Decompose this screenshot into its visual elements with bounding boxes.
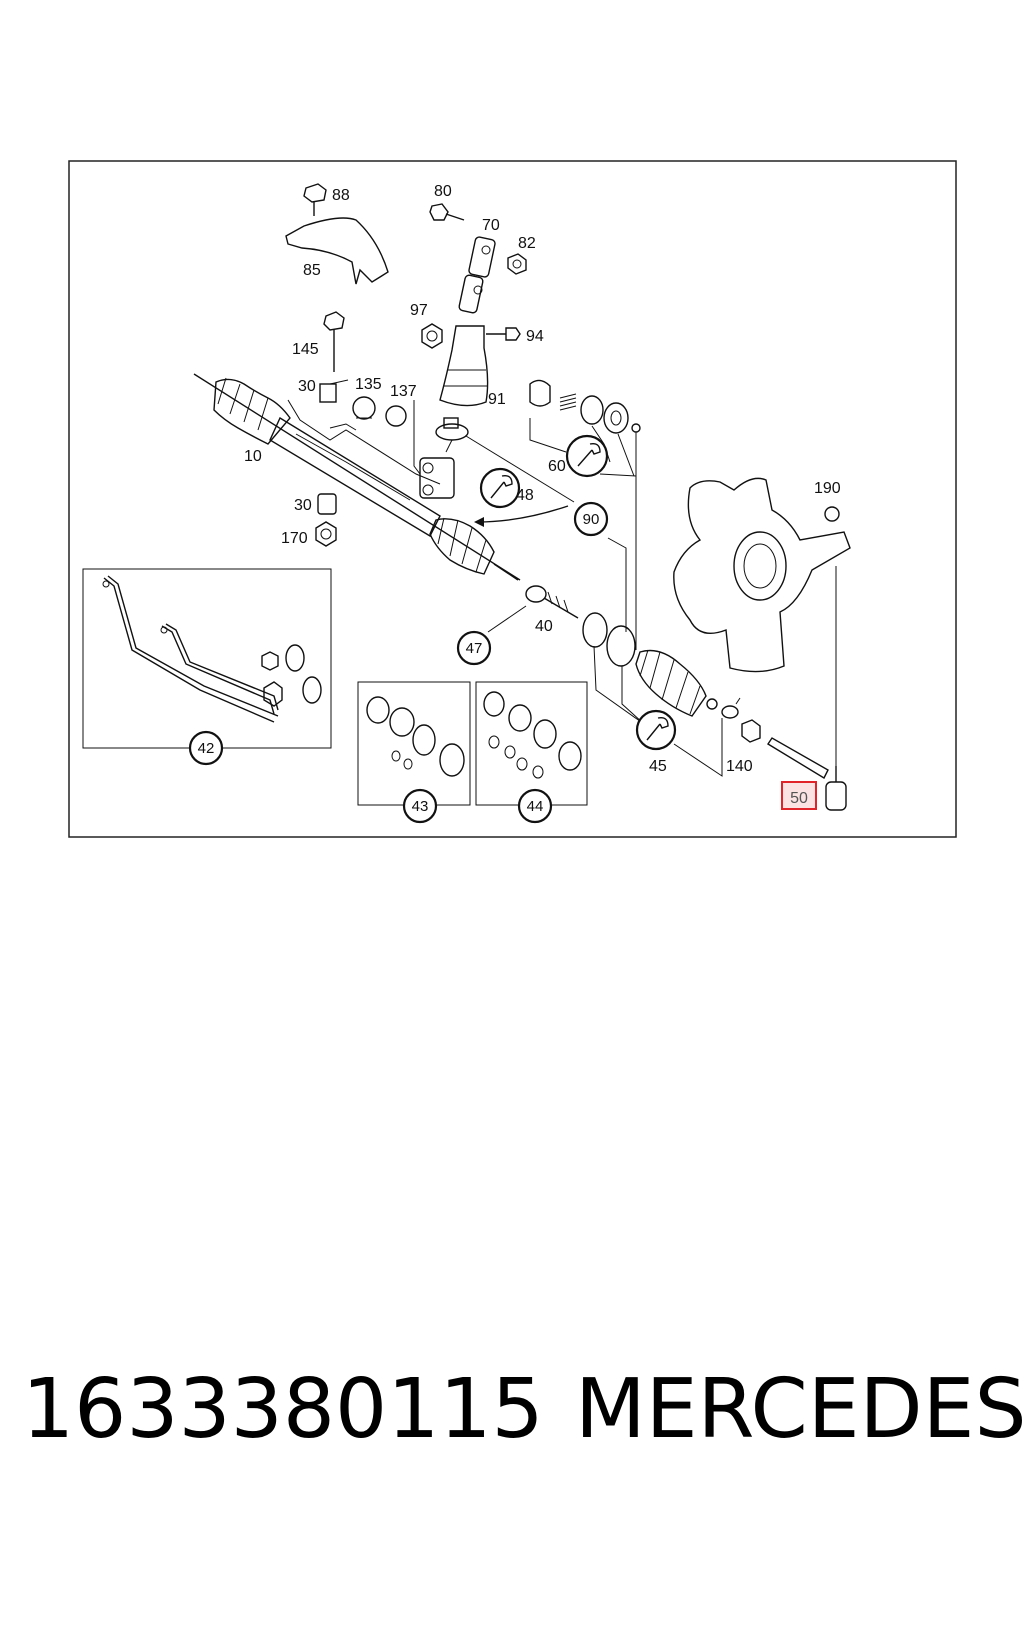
callout-47: 47 xyxy=(456,630,492,666)
seal-plate-drawing xyxy=(435,417,469,441)
label-91: 91 xyxy=(488,391,506,408)
steering-knuckle-drawing xyxy=(673,477,851,673)
label-70: 70 xyxy=(482,217,500,234)
callout-43: 43 xyxy=(402,788,438,824)
bolt-94-drawing xyxy=(486,327,521,341)
label-82: 82 xyxy=(518,235,536,252)
cover-85-drawing xyxy=(285,217,389,285)
highlight-part-50: 50 xyxy=(781,781,817,810)
inset-box-44 xyxy=(475,681,588,806)
line-set-42-drawing xyxy=(102,575,322,723)
label-97: 97 xyxy=(410,302,428,319)
label-40: 40 xyxy=(535,618,553,635)
universal-joint-70-drawing xyxy=(458,236,496,314)
part-number: 1633380115 xyxy=(22,1362,544,1457)
seal-kit-44-drawing xyxy=(483,691,582,779)
label-85: 85 xyxy=(303,262,321,279)
label-94: 94 xyxy=(526,328,544,345)
diagram-frame xyxy=(68,160,957,838)
nut-82-drawing xyxy=(507,253,527,275)
tie-rod-40-drawing xyxy=(525,585,579,619)
label-80: 80 xyxy=(434,183,452,200)
clip-30-upper-drawing xyxy=(319,379,349,403)
lock-nut-drawing xyxy=(741,719,761,743)
clamp-140-drawing xyxy=(721,697,741,719)
label-137: 137 xyxy=(390,383,417,400)
valve-parts-60-drawing xyxy=(529,379,641,434)
boot-91-drawing xyxy=(439,325,489,407)
label-30-upper: 30 xyxy=(298,378,316,395)
wrench-icon xyxy=(479,467,521,509)
bolt-145-drawing xyxy=(323,311,345,372)
clip-30-lower-drawing xyxy=(317,493,337,515)
clamp-ring-drawing xyxy=(606,625,636,667)
caption: 1633380115 MERCEDES xyxy=(0,1362,1024,1472)
bolt-88-drawing xyxy=(303,183,327,216)
bellows-45-drawing xyxy=(635,649,718,717)
plug-135-drawing xyxy=(352,396,376,420)
label-60: 60 xyxy=(548,458,566,475)
svg-text:42: 42 xyxy=(198,740,215,757)
label-170: 170 xyxy=(281,530,308,547)
inset-box-42 xyxy=(82,568,332,749)
nut-170-drawing xyxy=(315,521,337,547)
label-30-lower: 30 xyxy=(294,497,312,514)
label-10: 10 xyxy=(244,448,262,465)
brand-name: MERCEDES xyxy=(575,1362,1024,1457)
callout-42: 42 xyxy=(188,730,224,766)
oring-small-drawing xyxy=(582,612,608,648)
seal-kit-43-drawing xyxy=(366,696,465,777)
steering-rack-diagram: 88 80 70 82 85 97 94 145 30 135 137 91 1… xyxy=(68,160,957,838)
callout-44: 44 xyxy=(517,788,553,824)
svg-text:90: 90 xyxy=(583,511,600,528)
label-45: 45 xyxy=(649,758,667,775)
label-135: 135 xyxy=(355,376,382,393)
callout-90: 90 xyxy=(573,501,609,537)
svg-text:43: 43 xyxy=(412,798,429,815)
wrench-icon xyxy=(635,709,677,751)
label-145: 145 xyxy=(292,341,319,358)
svg-text:47: 47 xyxy=(466,640,483,657)
tie-rod-end-50-drawing xyxy=(767,737,847,811)
oring-137-drawing xyxy=(385,405,407,427)
steering-rack-10-drawing xyxy=(193,373,521,581)
label-48: 48 xyxy=(516,487,534,504)
label-88: 88 xyxy=(332,187,350,204)
label-140: 140 xyxy=(726,758,753,775)
label-190: 190 xyxy=(814,480,841,497)
nut-97-drawing xyxy=(421,323,443,349)
wrench-icon xyxy=(565,434,609,478)
label-50: 50 xyxy=(790,790,808,807)
bolt-80-drawing xyxy=(429,203,465,221)
leader-lines xyxy=(413,400,837,777)
svg-text:44: 44 xyxy=(527,798,544,815)
